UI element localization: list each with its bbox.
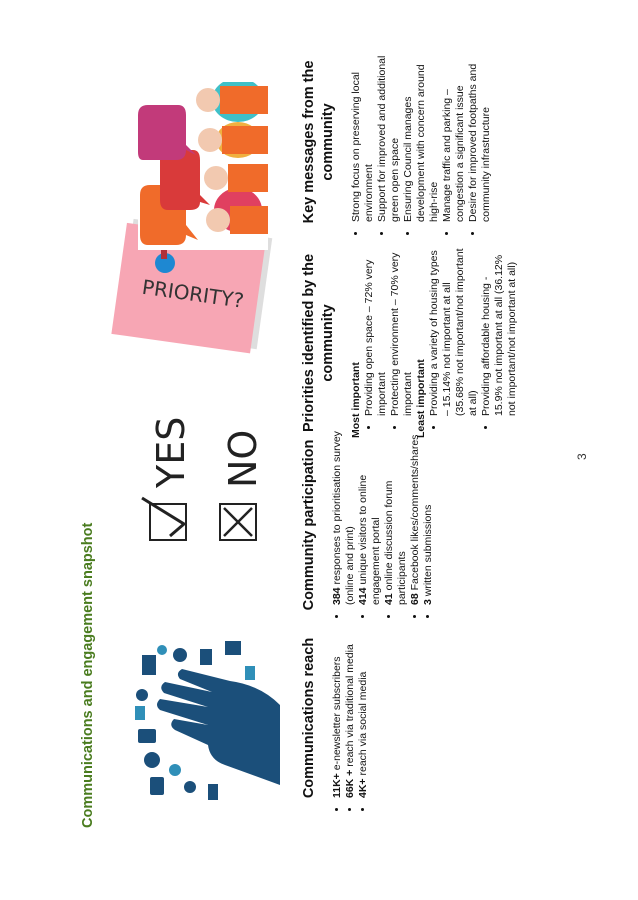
yes-label: YES	[149, 417, 193, 489]
stat-value: 3	[422, 599, 434, 605]
most-important-list: Providing open space – 72% very importan…	[363, 248, 415, 438]
stat-value: 4K+	[357, 778, 369, 798]
key-messages-heading: Key messages from the community	[301, 60, 336, 224]
stat-value: 68	[409, 593, 421, 605]
stat-value: 11K+	[331, 773, 343, 798]
stat-text: online discussion forum participants	[383, 480, 408, 605]
list-item: 11K+ e-newsletter subscribers	[331, 618, 344, 798]
hand-media-icons-illustration	[135, 641, 280, 800]
communications-reach-column: Communications reach 11K+ e-newsletter s…	[300, 618, 370, 818]
stat-value: 414	[357, 587, 369, 605]
list-item: Providing affordable housing - 15.9% not…	[480, 248, 519, 416]
list-item: 66K + reach via traditional media	[344, 618, 357, 798]
list-item: Providing a variety of housing types – 1…	[428, 248, 480, 416]
least-important-list: Providing a variety of housing types – 1…	[428, 248, 519, 438]
page-number: 3	[575, 453, 589, 460]
key-messages-column: Key messages from the community Strong f…	[300, 42, 493, 242]
communications-reach-heading: Communications reach	[301, 637, 317, 799]
stat-text: written submissions	[422, 504, 434, 600]
page-title: Communications and engagement snapshot	[80, 522, 96, 828]
stat-value: 384	[331, 587, 343, 605]
list-item: Protecting environment – 70% very import…	[389, 248, 415, 416]
stat-text: unique visitors to online engagement por…	[357, 474, 382, 605]
stat-value: 66K +	[344, 769, 356, 798]
list-item: Ensuring Council manages development wit…	[402, 42, 441, 222]
no-label: NO	[221, 430, 265, 488]
community-participation-column: Community participation 384 responses to…	[300, 425, 435, 625]
priorities-column: Priorities identified by the community M…	[300, 248, 519, 438]
yes-no-checkbox-illustration: YES NO	[141, 417, 265, 541]
least-important-label: Least important	[415, 359, 427, 438]
priorities-heading: Priorities identified by the community	[301, 253, 336, 433]
list-item: Desire for improved footpaths and commun…	[467, 42, 493, 222]
list-item: Support for improved and additional gree…	[376, 42, 402, 222]
stat-text: reach via traditional media	[344, 644, 356, 770]
community-participation-list: 384 responses to prioritisation survey (…	[331, 425, 435, 625]
list-item: 41 online discussion forum participants	[383, 425, 409, 605]
list-item: 3 written submissions	[422, 425, 435, 605]
community-speech-bubbles-illustration	[138, 82, 268, 250]
stat-value: 41	[383, 593, 395, 605]
list-item: 414 unique visitors to online engagement…	[357, 425, 383, 605]
list-item: 384 responses to prioritisation survey (…	[331, 425, 357, 605]
list-item: 4K+ reach via social media	[357, 618, 370, 798]
stat-text: Facebook likes/comments/shares	[409, 434, 421, 594]
list-item: 68 Facebook likes/comments/shares	[409, 425, 422, 605]
key-messages-list: Strong focus on preserving local environ…	[350, 42, 493, 242]
list-item: Strong focus on preserving local environ…	[350, 42, 376, 222]
list-item: Providing open space – 72% very importan…	[363, 248, 389, 416]
community-participation-heading: Community participation	[301, 439, 317, 611]
stat-text: reach via social media	[357, 671, 369, 779]
stat-text: responses to prioritisation survey (onli…	[331, 431, 356, 605]
communications-reach-list: 11K+ e-newsletter subscribers 66K + reac…	[331, 618, 370, 818]
most-important-label: Most important	[350, 362, 362, 438]
list-item: Manage traffic and parking – congestion …	[441, 42, 467, 222]
stat-text: e-newsletter subscribers	[331, 656, 343, 774]
